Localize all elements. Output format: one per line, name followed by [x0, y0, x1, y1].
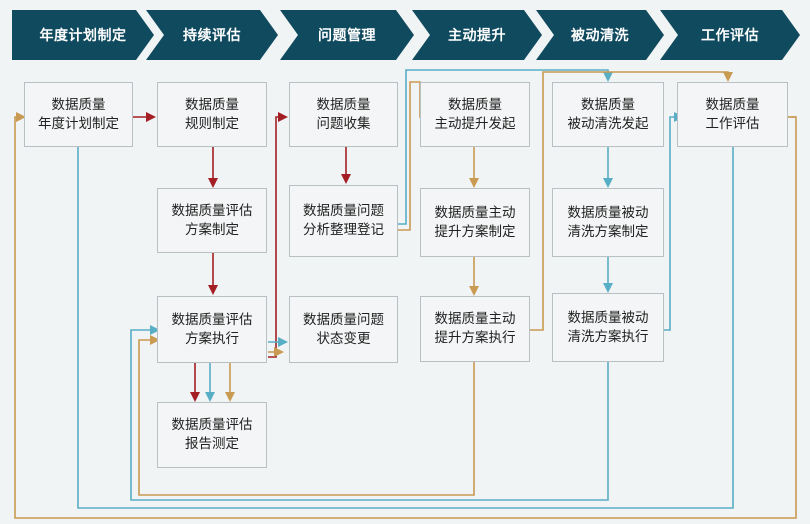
box-passive-exec: 数据质量被动 清洗方案执行: [552, 293, 664, 362]
stage-chevron-shape: [12, 10, 154, 60]
box-annual-plan: 数据质量 年度计划制定: [24, 82, 133, 147]
box-problem-collect: 数据质量 问题收集: [289, 82, 398, 147]
arrow-analysis-to-passive: [398, 69, 613, 225]
box-problem-analysis: 数据质量问题 分析整理登记: [289, 185, 398, 257]
stage-annual-plan: 年度计划制定: [12, 10, 154, 60]
stage-label: 主动提升: [448, 28, 506, 44]
stage-work-eval: 工作评估: [660, 10, 800, 60]
stage-label: 工作评估: [701, 28, 759, 44]
box-passive-launch: 数据质量 被动清洗发起: [552, 82, 664, 147]
box-eval-exec: 数据质量评估 方案执行: [157, 296, 267, 363]
box-active-exec: 数据质量主动 提升方案执行: [420, 296, 530, 362]
stage-chevron-shape: [412, 10, 542, 60]
arrow-exec-to-problem-collect: [268, 112, 288, 358]
loop-active-exec-to-eval-exec: [138, 335, 475, 496]
stage-label: 持续评估: [183, 28, 241, 44]
loop-work-eval-to-rule: [73, 132, 734, 509]
box-active-plan: 数据质量主动 提升方案制定: [420, 188, 530, 257]
stage-continuous-eval: 持续评估: [146, 10, 278, 60]
stage-label: 被动清洗: [571, 28, 629, 44]
stage-active-improvement: 主动提升: [412, 10, 542, 60]
arrow-passive-exec-to-work-eval: [664, 112, 684, 331]
stage-problem-management: 问题管理: [280, 10, 414, 60]
stage-chevron-shape: [536, 10, 664, 60]
box-eval-report: 数据质量评估 报告测定: [157, 402, 267, 468]
box-active-launch: 数据质量 主动提升发起: [420, 82, 530, 147]
box-eval-plan: 数据质量评估 方案制定: [157, 188, 267, 253]
stage-chevron-shape: [660, 10, 800, 60]
box-rule-setting: 数据质量 规则制定: [157, 82, 267, 147]
arrow-active-exec-to-work-eval: [528, 71, 733, 331]
stage-passive-cleansing: 被动清洗: [536, 10, 664, 60]
stage-chevron-shape: [280, 10, 414, 60]
box-work-eval: 数据质量 工作评估: [677, 82, 788, 147]
stage-label: 问题管理: [318, 28, 376, 44]
box-passive-plan: 数据质量被动 清洗方案制定: [552, 188, 664, 257]
box-problem-status: 数据质量问题 状态变更: [289, 296, 398, 363]
stage-chevron-shape: [146, 10, 278, 60]
stage-label: 年度计划制定: [39, 28, 127, 44]
loop-passive-exec-to-eval-exec: [130, 325, 609, 501]
